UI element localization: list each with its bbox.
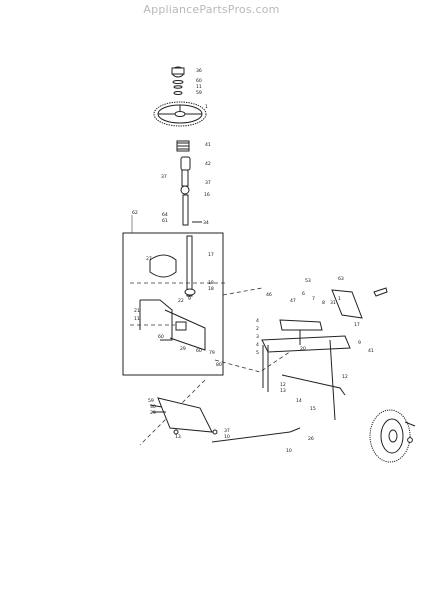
part-label: 15 — [310, 406, 316, 412]
part-label: 36 — [196, 68, 202, 74]
part-label: 17 — [208, 252, 214, 258]
part-label: 29 — [150, 410, 156, 416]
part-label: 37 — [161, 174, 167, 180]
watermark: AppliancePartsPros.com — [143, 3, 280, 16]
part-label: 6 — [302, 291, 305, 297]
part-label: 41 — [205, 142, 211, 148]
part-label: 2 — [256, 326, 259, 332]
part-label: 1 — [205, 104, 208, 110]
part-label: 59 — [148, 398, 154, 404]
steering-column — [176, 140, 202, 226]
axle-assembly — [261, 289, 363, 421]
part-label: 9 — [358, 340, 361, 346]
part-label: 7 — [312, 296, 315, 302]
part-label: 14 — [296, 398, 302, 404]
part-label: 4 — [256, 318, 259, 324]
part-label: 21 — [134, 308, 140, 314]
steering-cap — [171, 66, 185, 95]
part-label: 37 — [205, 180, 211, 186]
part-label: 18 — [208, 280, 214, 286]
part-label: 46 — [266, 292, 272, 298]
part-label: 53 — [305, 278, 311, 284]
gear-assembly-box — [122, 215, 225, 376]
part-label: 60 — [196, 78, 202, 84]
part-label: 4 — [256, 342, 259, 348]
part-label: 47 — [290, 298, 296, 304]
part-label: 12 — [280, 382, 286, 388]
part-label: 16 — [204, 192, 210, 198]
part-label: 27 — [146, 256, 152, 262]
part-label: 1 — [338, 296, 341, 302]
part-label: 30 — [150, 404, 156, 410]
part-label: 79 — [209, 350, 215, 356]
part-label: 12 — [342, 374, 348, 380]
part-label: 34 — [203, 220, 209, 226]
part-label: 63 — [338, 276, 344, 282]
part-label: 60 — [196, 348, 202, 354]
part-label: 5 — [256, 350, 259, 356]
left-bracket — [149, 397, 218, 435]
front-wheel — [369, 409, 416, 463]
part-label: 18 — [208, 286, 214, 292]
part-label: 20 — [300, 346, 306, 352]
part-label: 13 — [175, 434, 181, 440]
part-label: 41 — [368, 348, 374, 354]
part-label: 60 — [158, 334, 164, 340]
part-label: 64 — [162, 212, 168, 218]
part-label: 80 — [216, 362, 222, 368]
part-label: 22 — [178, 298, 184, 304]
part-label: 13 — [280, 388, 286, 394]
part-label: 37 — [224, 428, 230, 434]
part-label: 59 — [196, 90, 202, 96]
part-label: 26 — [308, 436, 314, 442]
part-label: 61 — [162, 218, 168, 224]
part-label: 9 — [188, 296, 191, 302]
part-label: 10 — [286, 448, 292, 454]
upper-right-bolt — [373, 287, 388, 297]
part-label: 8 — [322, 300, 325, 306]
part-label: 17 — [354, 322, 360, 328]
part-label: 10 — [224, 434, 230, 440]
part-label: 11 — [134, 316, 140, 322]
steering-wheel — [153, 101, 207, 127]
part-label: 31 — [330, 300, 336, 306]
part-label: 42 — [205, 161, 211, 167]
part-label: 62 — [132, 210, 138, 216]
part-label: 11 — [196, 84, 202, 90]
part-label: 29 — [180, 346, 186, 352]
tie-rod — [211, 427, 301, 443]
part-label: 3 — [256, 334, 259, 340]
